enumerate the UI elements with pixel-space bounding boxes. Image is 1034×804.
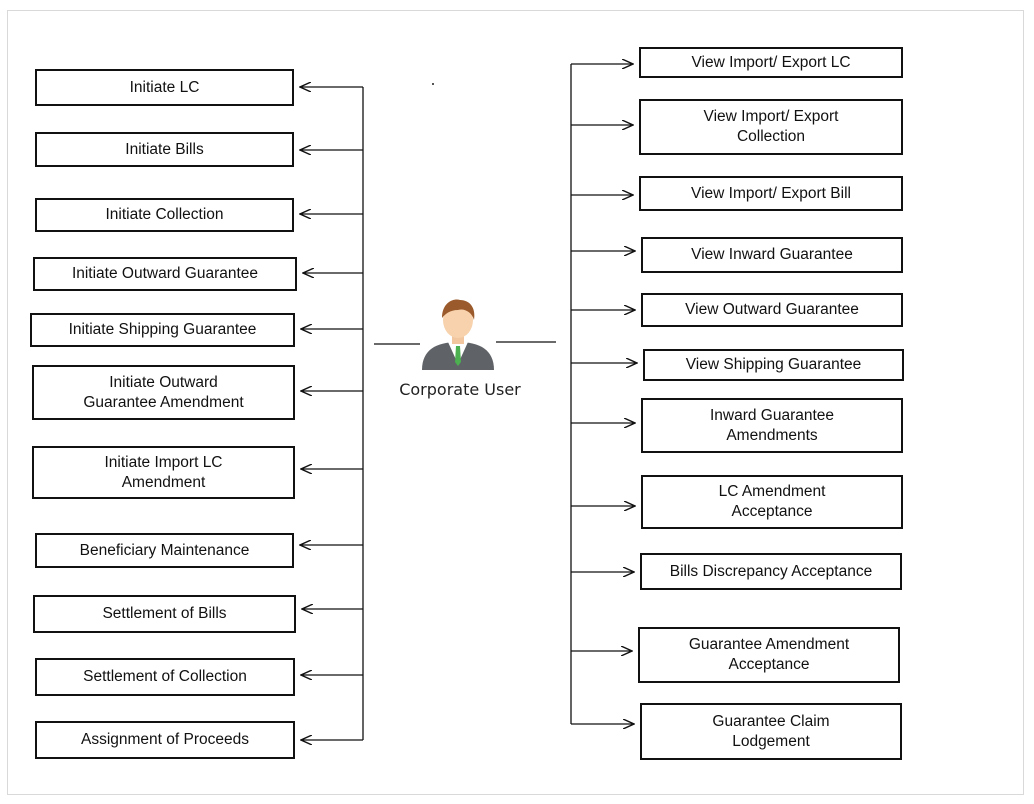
center-user-label: Corporate User: [399, 380, 521, 399]
left-box-initiate-outward-guarantee: Initiate Outward Guarantee: [33, 257, 297, 291]
right-box-view-import-export-bill: View Import/ Export Bill: [639, 176, 903, 211]
right-box-bills-discrepancy-acceptance: Bills Discrepancy Acceptance: [640, 553, 902, 590]
left-box-initiate-lc: Initiate LC: [35, 69, 294, 106]
left-box-initiate-import-lc-amendment: Initiate Import LC Amendment: [32, 446, 295, 499]
right-box-guarantee-amendment-acceptance: Guarantee Amendment Acceptance: [638, 627, 900, 683]
left-box-beneficiary-maintenance: Beneficiary Maintenance: [35, 533, 294, 568]
right-box-view-import-export-collection: View Import/ Export Collection: [639, 99, 903, 155]
right-box-view-import-export-lc: View Import/ Export LC: [639, 47, 903, 78]
left-box-settlement-of-collection: Settlement of Collection: [35, 658, 295, 696]
right-box-guarantee-claim-lodgement: Guarantee Claim Lodgement: [640, 703, 902, 760]
right-box-view-shipping-guarantee: View Shipping Guarantee: [643, 349, 904, 381]
left-box-initiate-outward-guarantee-amendment: Initiate Outward Guarantee Amendment: [32, 365, 295, 420]
stray-dot: [432, 83, 434, 85]
right-box-view-outward-guarantee: View Outward Guarantee: [641, 293, 903, 327]
user-avatar-icon: [422, 299, 494, 370]
left-box-assignment-of-proceeds: Assignment of Proceeds: [35, 721, 295, 759]
diagram-frame: [7, 10, 1024, 795]
left-box-initiate-collection: Initiate Collection: [35, 198, 294, 232]
right-box-inward-guarantee-amendments: Inward Guarantee Amendments: [641, 398, 903, 453]
left-box-initiate-bills: Initiate Bills: [35, 132, 294, 167]
left-box-initiate-shipping-guarantee: Initiate Shipping Guarantee: [30, 313, 295, 347]
right-box-view-inward-guarantee: View Inward Guarantee: [641, 237, 903, 273]
right-box-lc-amendment-acceptance: LC Amendment Acceptance: [641, 475, 903, 529]
left-box-settlement-of-bills: Settlement of Bills: [33, 595, 296, 633]
